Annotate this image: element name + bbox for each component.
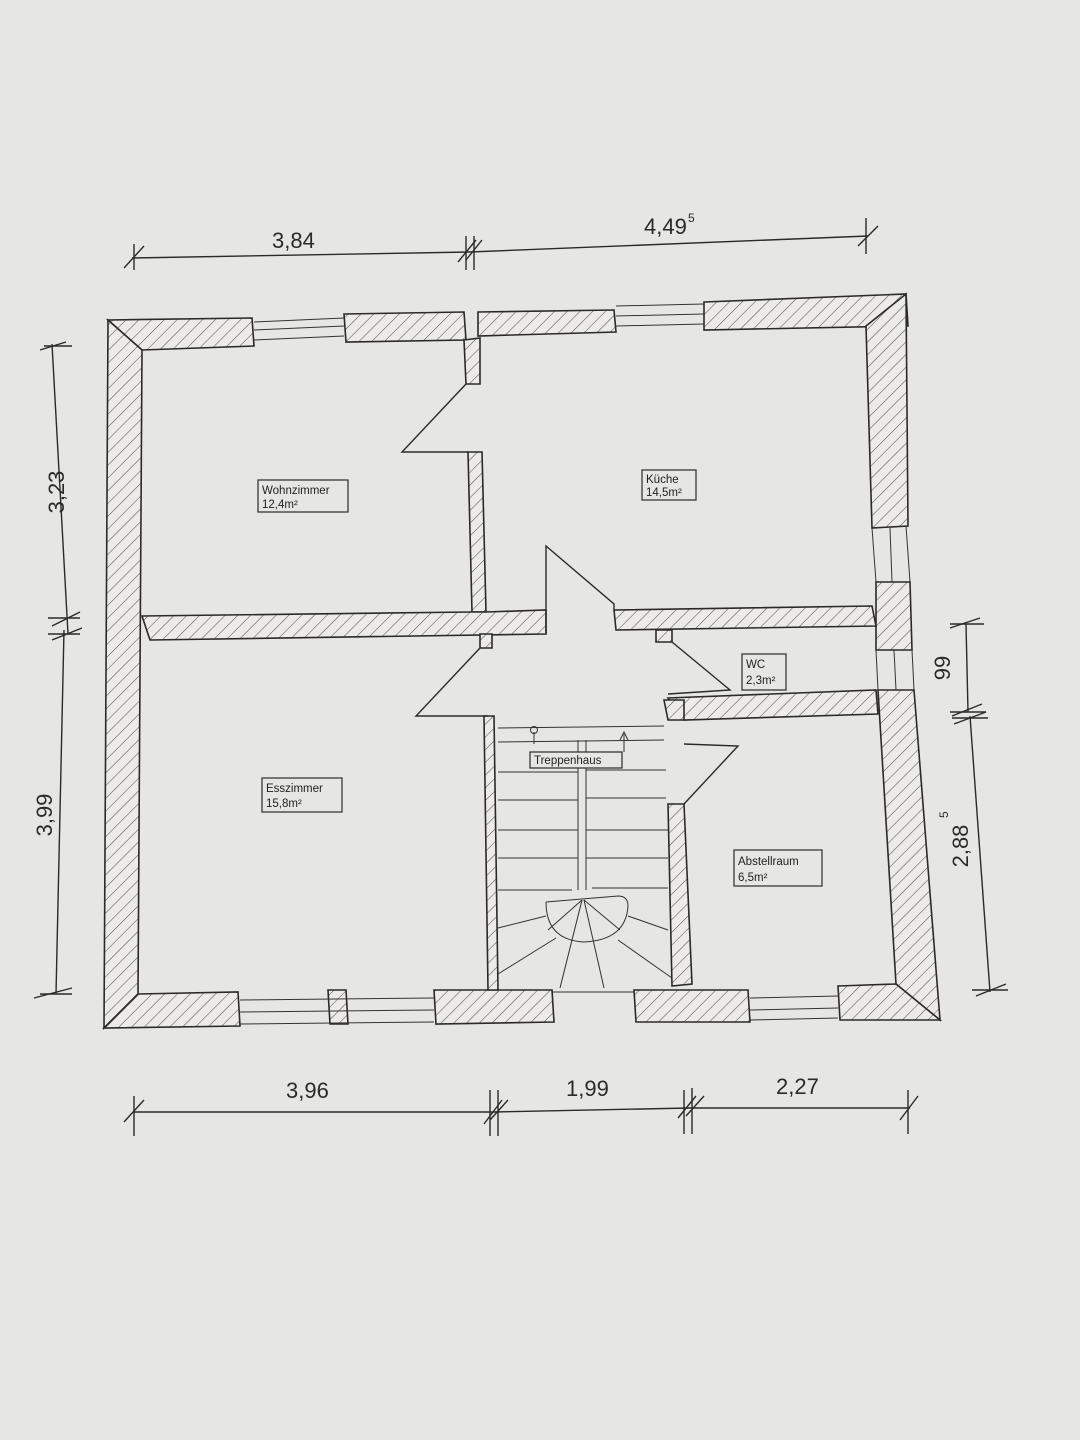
dimension-superscript: 5 bbox=[937, 811, 951, 818]
dimension-right-small: 99 bbox=[930, 617, 986, 717]
room-name: Esszimmer bbox=[266, 783, 323, 795]
window-right-middle bbox=[875, 649, 915, 691]
room-label-abstellraum: Abstellraum 6,5m² bbox=[733, 849, 823, 887]
room-label-wohnzimmer: Wohnzimmer 12,4m² bbox=[257, 479, 349, 513]
doors bbox=[400, 383, 740, 805]
room-area: 14,5m² bbox=[646, 487, 682, 499]
room-area: 12,4m² bbox=[262, 499, 298, 511]
room-name: Küche bbox=[646, 474, 679, 486]
dimension-label: 99 bbox=[930, 656, 955, 680]
room-label-wc: WC 2,3m² bbox=[741, 653, 787, 691]
dimension-left-upper: 3,23 bbox=[39, 341, 81, 635]
dimension-right-lower: 2,88 5 bbox=[937, 711, 1008, 997]
room-area: 6,5m² bbox=[738, 872, 768, 884]
room-name: Wohnzimmer bbox=[262, 485, 330, 497]
window-right-upper bbox=[871, 525, 911, 583]
dimension-label: 2,88 bbox=[948, 825, 973, 868]
window-bottom-left bbox=[239, 997, 435, 1025]
dimension-left-lower: 3,99 bbox=[32, 627, 83, 999]
dimension-bottom-left: 3,96 bbox=[123, 1078, 503, 1136]
dimension-bottom-mid: 1,99 bbox=[489, 1076, 697, 1136]
dimension-label: 4,49 bbox=[644, 214, 687, 239]
dimension-label: 2,27 bbox=[776, 1074, 819, 1099]
outer-walls bbox=[102, 292, 943, 1030]
dimension-bottom-right: 2,27 bbox=[685, 1074, 919, 1134]
room-name: Treppenhaus bbox=[534, 755, 602, 767]
staircase bbox=[497, 725, 673, 989]
room-name: WC bbox=[746, 659, 765, 671]
dimension-label: 3,84 bbox=[272, 228, 315, 253]
dimension-label: 3,99 bbox=[32, 794, 57, 837]
dimension-superscript: 5 bbox=[688, 211, 695, 225]
room-label-esszimmer: Esszimmer 15,8m² bbox=[261, 777, 343, 813]
dimension-label: 3,96 bbox=[286, 1078, 329, 1103]
window-bottom-right bbox=[749, 995, 839, 1021]
dimension-label: 1,99 bbox=[566, 1076, 609, 1101]
window-top-left bbox=[253, 317, 345, 341]
dimension-label: 3,23 bbox=[44, 471, 69, 514]
dimension-top-right: 4,49 5 bbox=[465, 211, 879, 270]
room-name: Abstellraum bbox=[738, 856, 799, 868]
dimension-top-left: 3,84 bbox=[123, 228, 477, 270]
room-label-kueche: Küche 14,5m² bbox=[641, 469, 697, 501]
room-label-treppenhaus: Treppenhaus bbox=[529, 751, 623, 769]
room-area: 15,8m² bbox=[266, 798, 302, 810]
room-area: 2,3m² bbox=[746, 675, 776, 687]
window-top-right bbox=[615, 303, 705, 327]
interior-walls bbox=[140, 337, 879, 991]
